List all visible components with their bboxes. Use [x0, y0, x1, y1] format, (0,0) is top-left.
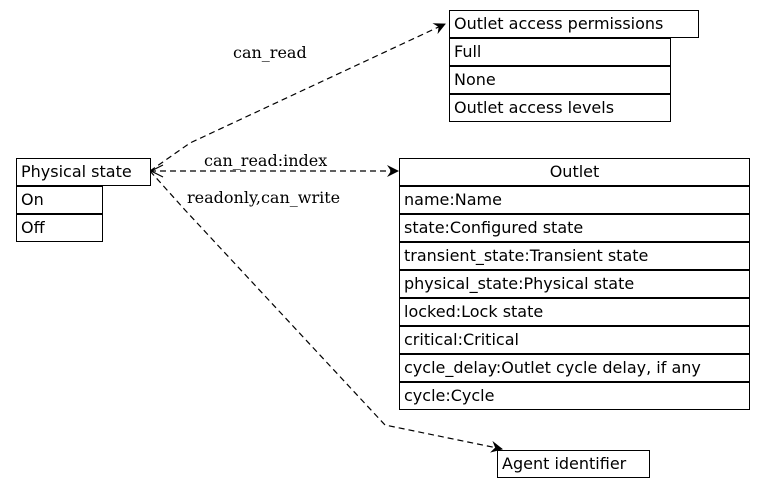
edge-label-can-read: can_read: [233, 43, 307, 62]
node-title: Agent identifier: [497, 450, 650, 478]
node-title: Outlet: [399, 158, 750, 186]
node-item: Off: [16, 214, 103, 242]
node-item: On: [16, 186, 103, 214]
node-item: Outlet access levels: [449, 94, 671, 122]
node-item: cycle:Cycle: [399, 382, 750, 410]
node-item: Full: [449, 38, 671, 66]
physical-state-arrowhead: [150, 164, 164, 178]
node-title: Outlet access permissions: [449, 10, 699, 38]
node-item: state:Configured state: [399, 214, 750, 242]
node-item: None: [449, 66, 671, 94]
edge-label-can-read-index: can_read:index: [204, 151, 328, 170]
node-item: name:Name: [399, 186, 750, 214]
node-item: transient_state:Transient state: [399, 242, 750, 270]
edge-label-readonly-can-write: readonly,can_write: [187, 188, 341, 207]
node-item: physical_state:Physical state: [399, 270, 750, 298]
node-item: critical:Critical: [399, 326, 750, 354]
node-item: locked:Lock state: [399, 298, 750, 326]
node-item: cycle_delay:Outlet cycle delay, if any: [399, 354, 750, 382]
node-title: Physical state: [16, 158, 151, 186]
edge-readonly-can-write: [149, 170, 503, 453]
